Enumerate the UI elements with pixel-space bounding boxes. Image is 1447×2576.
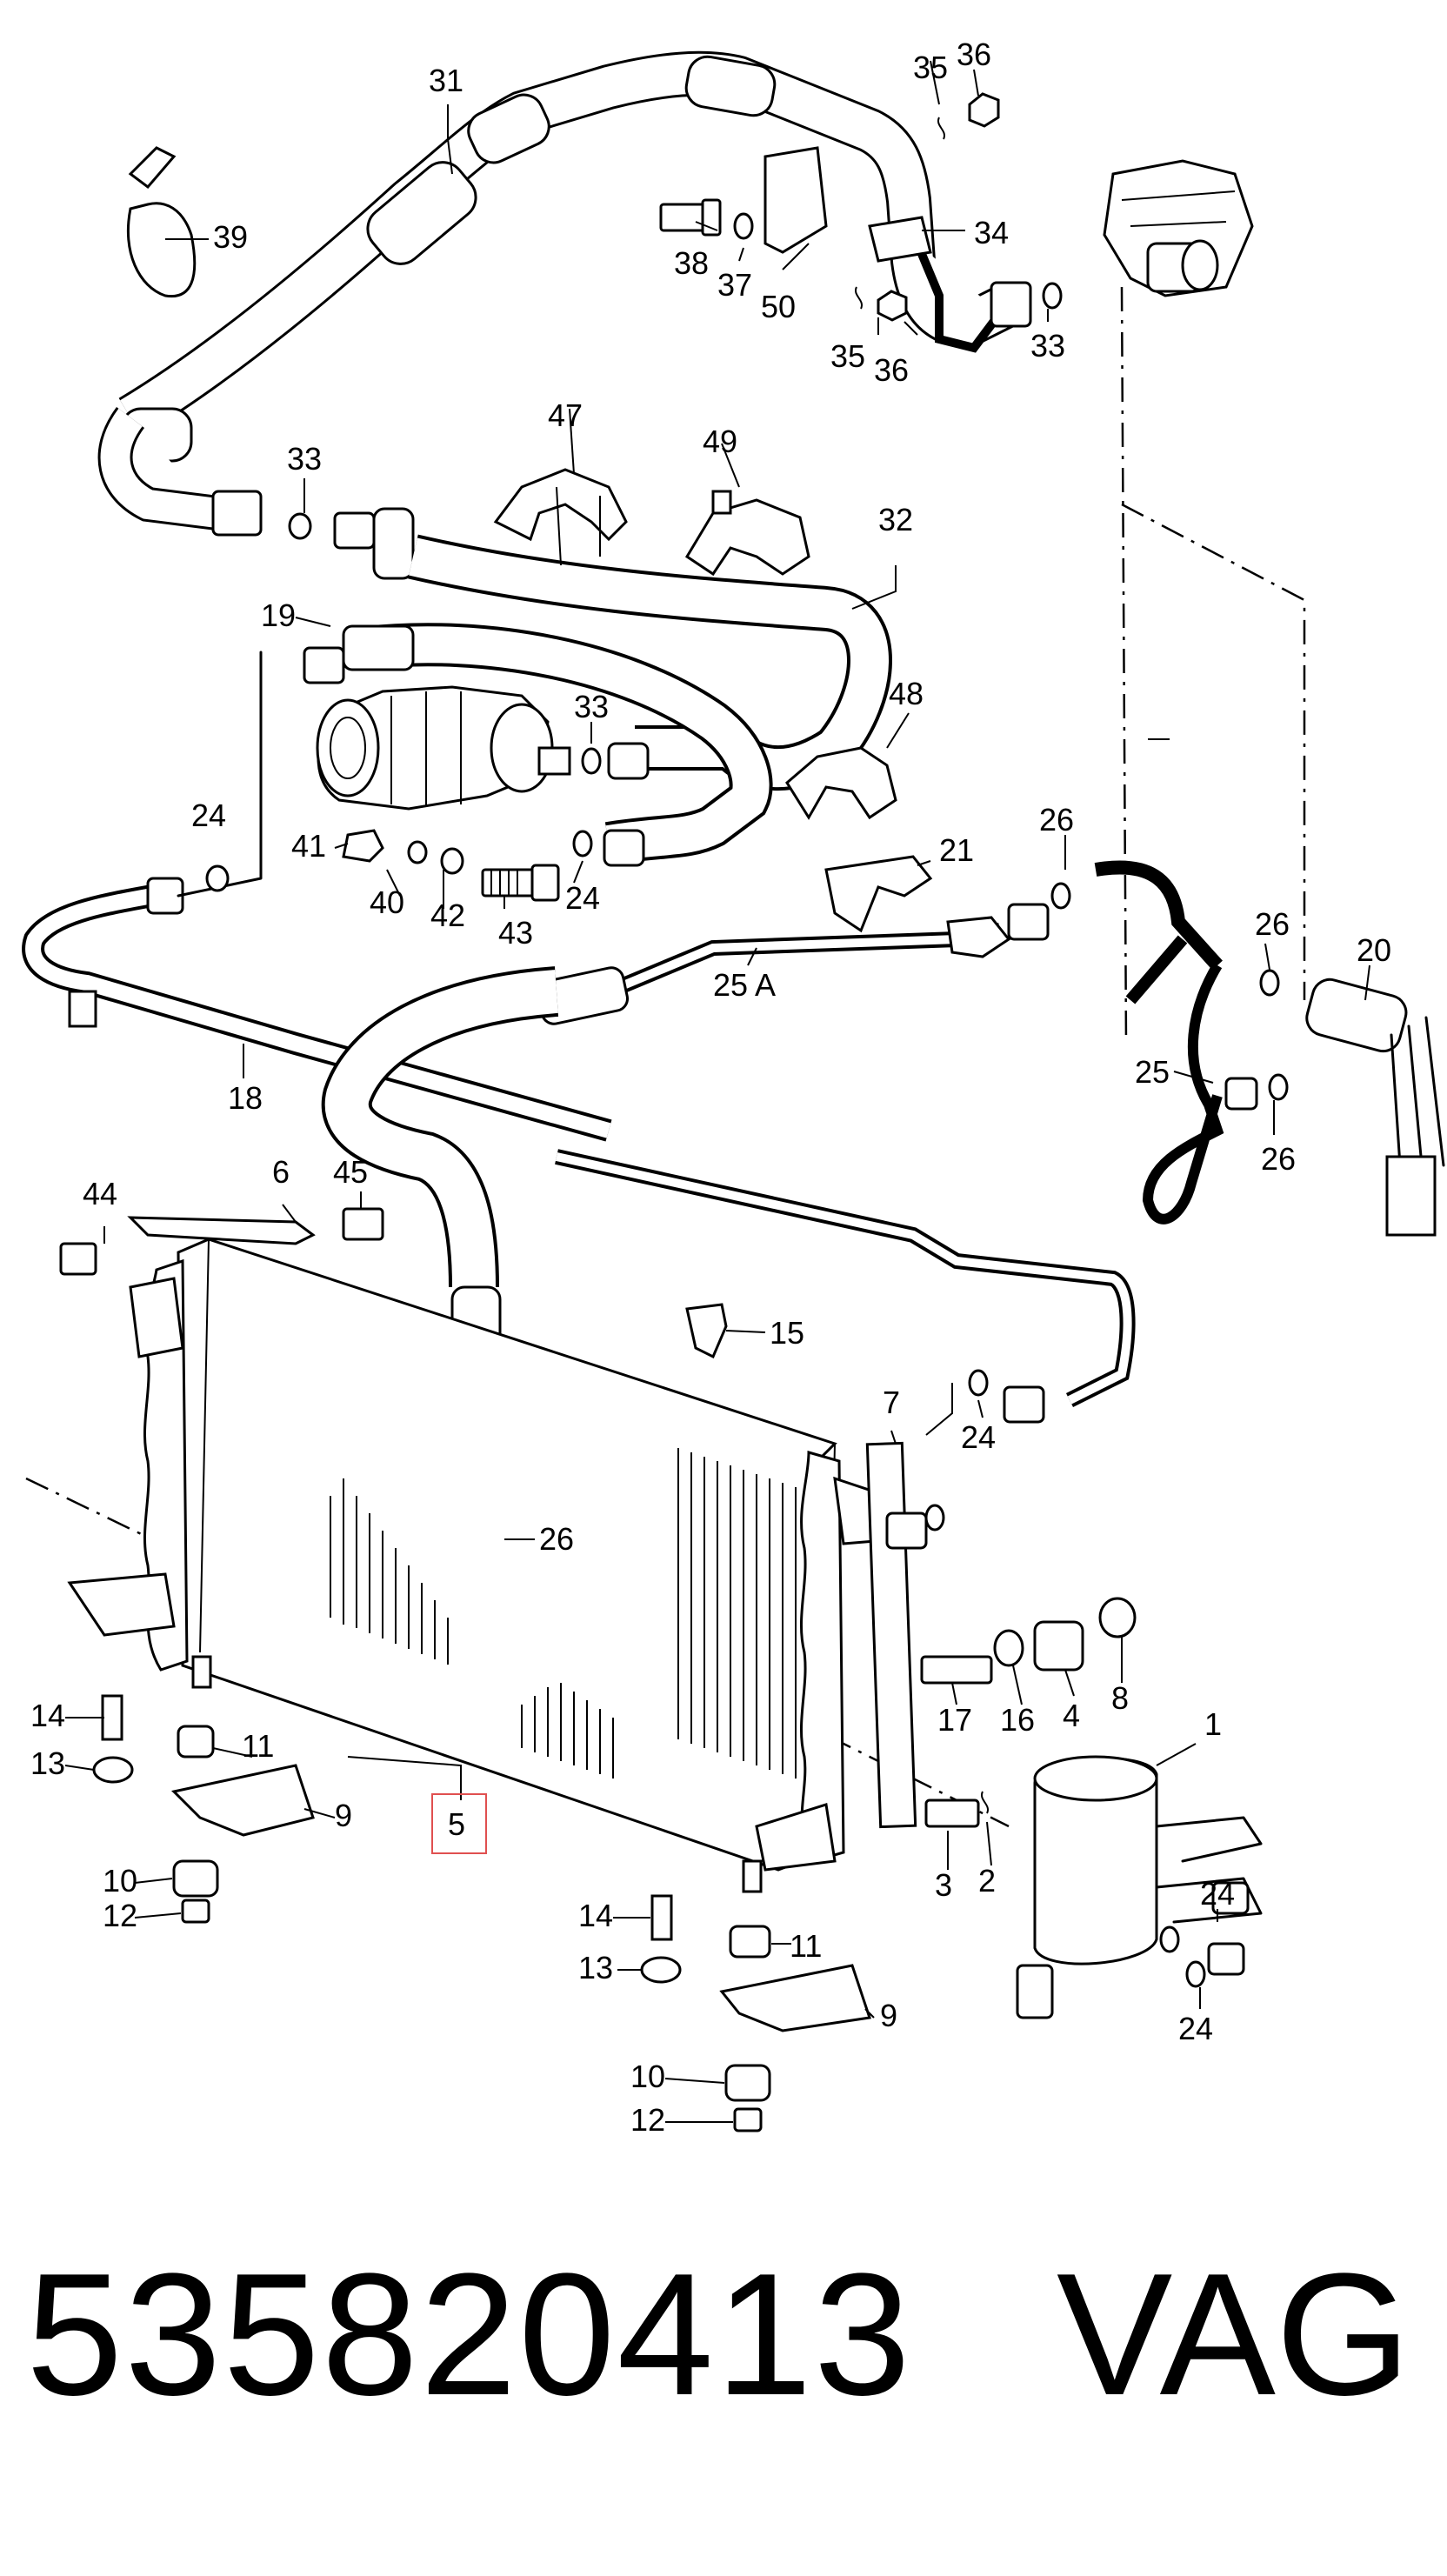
callout-14-left: 14	[30, 1698, 65, 1733]
clamp-49	[684, 490, 810, 577]
pipe-18	[22, 877, 612, 1142]
callout-41: 41	[291, 828, 326, 864]
callout-12-left: 12	[103, 1898, 137, 1933]
clip-15	[685, 1303, 728, 1359]
callout-39: 39	[213, 219, 248, 255]
callout-7: 7	[883, 1385, 900, 1420]
expansion-valve	[1103, 159, 1254, 297]
callout-25A: 25 A	[713, 967, 776, 1003]
callout-31: 31	[429, 63, 463, 98]
callout-44: 44	[83, 1176, 117, 1211]
callout-43: 43	[498, 915, 533, 951]
footer: 535820413 VAG	[26, 2235, 1435, 2435]
callout-10-right: 10	[630, 2059, 665, 2094]
callout-19: 19	[261, 597, 296, 633]
part-number: 535820413	[26, 2238, 913, 2432]
callout-47: 47	[548, 397, 583, 433]
callout-45: 45	[333, 1154, 368, 1190]
bracket-21	[824, 855, 933, 933]
fitting-nut	[211, 490, 263, 537]
callout-24-e: 24	[1178, 2011, 1213, 2046]
callout-14-right: 14	[578, 1898, 613, 1933]
callout-11-right: 11	[790, 1928, 822, 1964]
callout-26-c: 26	[1261, 1141, 1296, 1177]
callout-42: 42	[430, 898, 465, 933]
clamp-48	[785, 746, 897, 820]
callout-3: 3	[935, 1867, 952, 1903]
pipe-25A	[536, 882, 1071, 1025]
mount-right	[640, 1894, 871, 2132]
callout-5: 5	[448, 1806, 465, 1842]
brand-name: VAG	[1057, 2238, 1411, 2432]
callout-4: 4	[1063, 1698, 1080, 1733]
seal-strip-7	[865, 1441, 917, 1829]
callout-26-b: 26	[1255, 906, 1290, 942]
callout-10-left: 10	[103, 1863, 137, 1899]
callout-24-d: 24	[1200, 1876, 1235, 1912]
receiver-1	[1016, 1755, 1263, 2019]
leader-lines	[64, 60, 1370, 2123]
callout-24-c: 24	[961, 1419, 996, 1455]
callout-26-a: 26	[1039, 802, 1074, 838]
callout-17: 17	[937, 1702, 972, 1738]
condenser-fins	[330, 1448, 797, 1779]
callout-labels: 1 2 3 4 5 6 7 8 9 9 10 10 11 11 12 12 13…	[30, 37, 1391, 2138]
bolt-43	[481, 864, 560, 902]
callout-12-right: 12	[630, 2102, 665, 2138]
bracket-6	[127, 1216, 316, 1245]
callout-36-b: 36	[874, 352, 909, 388]
callout-26-d: 26	[539, 1521, 574, 1557]
callout-9-left: 9	[335, 1798, 352, 1833]
callout-35-b: 35	[830, 338, 865, 374]
callout-38: 38	[674, 245, 709, 281]
callout-15: 15	[770, 1315, 804, 1351]
callout-16: 16	[1000, 1702, 1035, 1738]
callout-50: 50	[761, 289, 796, 324]
clamp-47	[493, 468, 628, 566]
callout-37: 37	[717, 267, 752, 303]
callout-13-left: 13	[30, 1745, 65, 1781]
receiver-drier-20	[1305, 978, 1445, 1237]
cable-tie-39	[126, 146, 197, 298]
callout-48: 48	[889, 676, 924, 711]
highlight-box-5	[431, 1793, 487, 1854]
callout-36-a: 36	[957, 37, 991, 72]
callout-35-a: 35	[913, 50, 948, 85]
callout-24-b: 24	[565, 880, 600, 916]
o-ring	[288, 512, 312, 540]
callout-49: 49	[703, 424, 737, 459]
callout-33-a: 33	[287, 441, 322, 477]
callout-2: 2	[978, 1863, 996, 1899]
bracket-50	[764, 146, 932, 263]
callout-1: 1	[1204, 1706, 1222, 1742]
callout-34: 34	[974, 215, 1009, 250]
callout-18: 18	[228, 1080, 263, 1116]
callout-6: 6	[272, 1154, 290, 1190]
callout-9-right: 9	[880, 1998, 897, 2033]
callout-24-a: 24	[191, 797, 226, 833]
nut-36	[968, 92, 1000, 128]
callout-33-b: 33	[574, 689, 609, 724]
compressor	[316, 685, 571, 811]
callout-20: 20	[1357, 932, 1391, 968]
callout-8: 8	[1111, 1680, 1129, 1716]
callout-32: 32	[878, 502, 913, 537]
callout-33-c: 33	[1030, 328, 1065, 364]
callout-40: 40	[370, 884, 404, 920]
callout-13-right: 13	[578, 1950, 613, 1985]
pressure-hose-32	[363, 534, 892, 865]
callout-21: 21	[939, 832, 974, 868]
callout-25: 25	[1135, 1054, 1170, 1090]
mount-left	[92, 1694, 315, 1924]
pipe-25	[1094, 860, 1224, 1225]
callout-11-left: 11	[242, 1728, 274, 1764]
